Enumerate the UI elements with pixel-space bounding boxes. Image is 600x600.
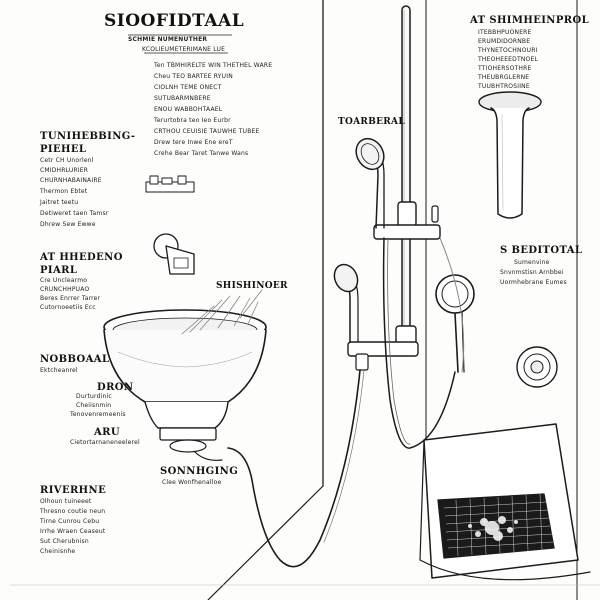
right-note: TUUBHTROSIINE <box>478 83 530 90</box>
right-note: ITEBBHPUONERE <box>478 29 532 36</box>
label-mid: TOARBERAL <box>338 117 405 127</box>
list-item: Jaitret teetu <box>40 199 79 206</box>
list-item: CRUNCHHPUAO <box>40 286 90 293</box>
section6-title: SONNHGING <box>160 466 239 477</box>
slide-bar-holder <box>373 201 441 240</box>
top-note: Cheu TEO BARTEE RYUIN <box>154 73 233 80</box>
list-item: Thermon Ebtet <box>40 188 88 195</box>
shower-slide-bar <box>401 5 411 337</box>
room-floor-line <box>207 485 324 600</box>
top-note: ENOU WABBOHTAAEL <box>154 106 223 113</box>
page-subtitle: SCHMIE NUMENUTHER <box>128 36 208 43</box>
shower-hose-2 <box>227 369 361 568</box>
list-item: Tirne Cunrou Cebu <box>40 518 100 525</box>
top-note: Drew tere Inwe Ene ereT <box>154 139 233 146</box>
mixer-valve <box>347 325 419 371</box>
list-item: Sumenvine <box>514 259 550 266</box>
list-item: Snvnmstisn Arnbbei <box>500 269 564 276</box>
right-section-title: S BEDITOTAL <box>500 245 583 256</box>
section2-title: AT HHEDENO <box>40 252 123 263</box>
section3-title: NOBBOAAL <box>40 354 110 365</box>
top-note: CIOLNH TEME ONECT <box>154 84 222 91</box>
right-note: TTIOHERSOTHRE <box>478 65 532 72</box>
shower-hose-2b <box>323 369 365 543</box>
round-shower-head <box>435 274 475 373</box>
water-splash <box>468 516 518 541</box>
section7-title: RIVERHNE <box>40 485 107 496</box>
list-item: Clee Wonfhenalloe <box>162 479 222 486</box>
page-title: SIOOFIDTAAL <box>104 11 245 31</box>
list-item: Uormhebrane Eumes <box>500 279 567 286</box>
list-item: Thresno coutie neun <box>40 508 106 515</box>
section5-title: ARU <box>94 427 120 438</box>
list-item: Tenovenremeenis <box>70 411 126 418</box>
section4-title: DRON <box>97 382 134 393</box>
list-item: Cietortarnaneneelerel <box>70 439 140 446</box>
top-note: Crehe Bear Taret Tanwe Wans <box>154 150 249 157</box>
list-item: Cre Unclearmo <box>40 277 88 284</box>
wall-valve <box>516 346 558 388</box>
label-center: SHISHINOER <box>216 281 288 291</box>
shower-hose-1 <box>382 237 456 449</box>
list-item: Dhrew Sew Ewwe <box>40 221 96 228</box>
list-item: Cutornoeetiis Ecc <box>40 304 96 311</box>
page-subline: KCOLIEUMETERIMANE LUE <box>142 46 226 53</box>
right-note: THYNETOCHNOURI <box>478 47 538 54</box>
top-note: SUTUBARMNBERE <box>154 95 211 102</box>
section1-title: TUNIHEBBING- <box>40 131 136 142</box>
list-item: Detiweret taen Tamsr <box>40 210 109 217</box>
water-spray <box>181 289 263 335</box>
right-note: THEUBRGLERNE <box>478 74 530 81</box>
tumbler-cup <box>478 91 542 219</box>
drain-grate <box>443 493 554 557</box>
list-item: Beres Enrrer Tarrer <box>40 295 101 302</box>
wall-bracket <box>153 233 195 275</box>
right-title: AT SHIMHEINPROL <box>470 15 590 26</box>
shower-hose-1b <box>387 237 411 445</box>
top-note: Terurtobra teo Ieo Eurbr <box>154 117 231 124</box>
list-item: Cheinisnhe <box>40 548 76 555</box>
list-item: CHURNHABAINAIRE <box>40 177 102 184</box>
shower-tray <box>419 423 591 581</box>
list-item: Sut Cherubnisn <box>40 538 89 545</box>
list-item: Cheiisnmin <box>76 402 112 409</box>
top-note: CRTHOU CEUISIE TAUWHE TUBEE <box>154 128 260 135</box>
section2-subtitle: PIARL <box>40 265 78 276</box>
top-handheld-shower <box>355 137 385 229</box>
list-item: Irrhe Wraen Ceaseut <box>40 528 106 535</box>
lower-handheld-shower <box>333 263 359 343</box>
list-item: CMIDHRLURIER <box>40 167 89 174</box>
list-item: Durturdinic <box>76 393 112 400</box>
top-note: Ten TBMHIRELTE WIN THETHEL WARE <box>154 62 273 69</box>
list-item: Ektcheanrel <box>40 367 78 374</box>
shower-hose-3 <box>439 237 465 373</box>
section1-subtitle: PIEHEL <box>40 144 87 155</box>
list-item: Cetr CH Unorlenl <box>40 157 94 164</box>
list-item: Olhoun tuineeet <box>40 498 92 505</box>
right-note: ERUMDIDORNBE <box>478 38 531 45</box>
small-fittings <box>145 175 195 193</box>
right-note: THEOHEEEDTNOEL <box>478 56 539 63</box>
